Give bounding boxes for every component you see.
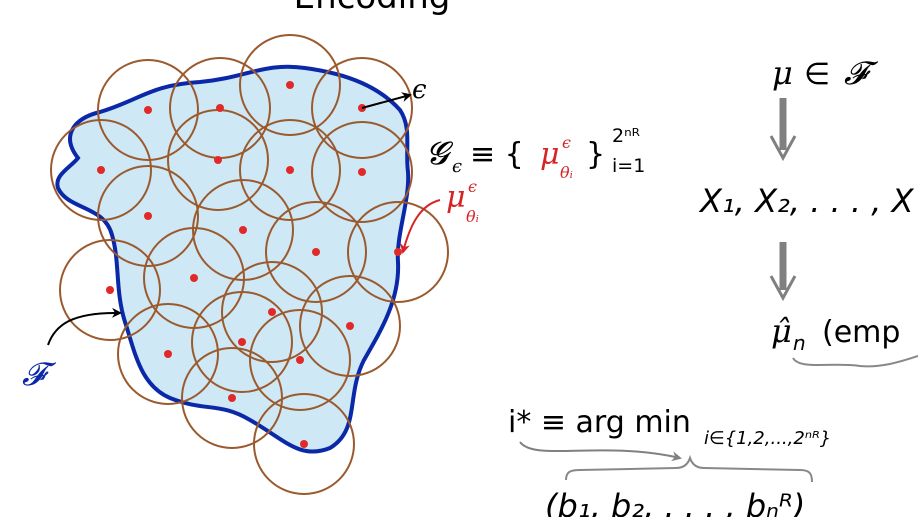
cover-set-mu-sup: ϵ (562, 133, 571, 152)
cover-circle (311, 121, 413, 223)
cover-circle (265, 201, 367, 303)
bits-overbrace (565, 454, 813, 483)
cover-circle (253, 393, 355, 495)
center-dot (286, 81, 294, 89)
center-dot (228, 394, 236, 402)
center-dot (346, 322, 354, 330)
center-dot (239, 226, 247, 234)
mu-symbol: μ (772, 54, 793, 92)
cover-circle (97, 165, 199, 267)
cover-set-close: } (586, 137, 605, 172)
index-arrow (519, 441, 682, 462)
empirical-label: (emp (822, 315, 900, 350)
mu-theta-sub: θᵢ (466, 207, 479, 226)
epsilon-label: ϵ (412, 75, 427, 105)
cover-set-upper: 2ⁿᴿ (612, 125, 640, 147)
cover-set-G-sub: ϵ (452, 156, 462, 177)
cover-circle (347, 201, 449, 303)
cover-set-G: 𝓖 (426, 134, 454, 172)
center-dot (216, 104, 224, 112)
family-symbol-right: 𝓕 (844, 54, 879, 92)
bits-label: (b₁, b₂, . . . , bₙᴿ) (545, 487, 805, 517)
sample-arrow-head (769, 135, 797, 162)
cover-circle (249, 309, 351, 411)
cover-set-eq: ≡ { (470, 137, 524, 172)
mu-hat-label: μ̂ (771, 312, 792, 350)
istar-label: i* ≡ arg min (508, 405, 691, 440)
cover-set-definition: 𝓖 ϵ ≡ { μ ϵ θᵢ } 2ⁿᴿ i=1 (426, 125, 645, 182)
istar-subscript: i∈{1,2,...,2ⁿᴿ} (704, 428, 831, 449)
center-dot (268, 308, 276, 316)
center-dot (164, 350, 172, 358)
cover-circle (299, 275, 401, 377)
center-dot (106, 286, 114, 294)
cover-circle (191, 291, 293, 393)
mu-theta-label: μ (446, 180, 466, 215)
center-dot (358, 168, 366, 176)
cover-circle (239, 119, 341, 221)
cover-set-mu: μ (540, 137, 560, 172)
center-dot (97, 166, 105, 174)
element-of-symbol: ∈ (804, 57, 830, 92)
cover-centers (97, 81, 402, 448)
center-dot (190, 274, 198, 282)
center-dot (144, 106, 152, 114)
cover-circle (59, 239, 161, 341)
center-dot (238, 338, 246, 346)
cover-circle (239, 34, 341, 136)
center-dot (394, 248, 402, 256)
center-dot (296, 356, 304, 364)
center-dot (300, 440, 308, 448)
center-dot (144, 212, 152, 220)
samples-label: X₁, X₂, . . . , X (698, 182, 915, 220)
title: Encoding (294, 0, 451, 17)
family-region (55, 64, 411, 454)
empirical-arrow-head (769, 275, 797, 302)
epsilon-cover-circles (50, 34, 449, 495)
cover-set-lower: i=1 (612, 155, 645, 177)
center-dot (312, 248, 320, 256)
center-dot (214, 156, 222, 164)
center-dot (286, 166, 294, 174)
mu-theta-arrow (400, 199, 441, 254)
family-arrow (47, 307, 122, 346)
cover-circle (97, 59, 199, 161)
mu-hat-sub: n (793, 331, 806, 355)
cover-circle (311, 57, 413, 159)
cover-circle (117, 303, 219, 405)
mu-hat-underbrace (792, 355, 918, 368)
cover-circle (50, 119, 152, 221)
mu-theta-sup: ϵ (468, 177, 477, 196)
cover-circle (221, 261, 323, 363)
family-label: 𝓕 (22, 355, 57, 393)
epsilon-arrow (361, 92, 412, 109)
cover-set-mu-sub: θᵢ (560, 163, 573, 182)
